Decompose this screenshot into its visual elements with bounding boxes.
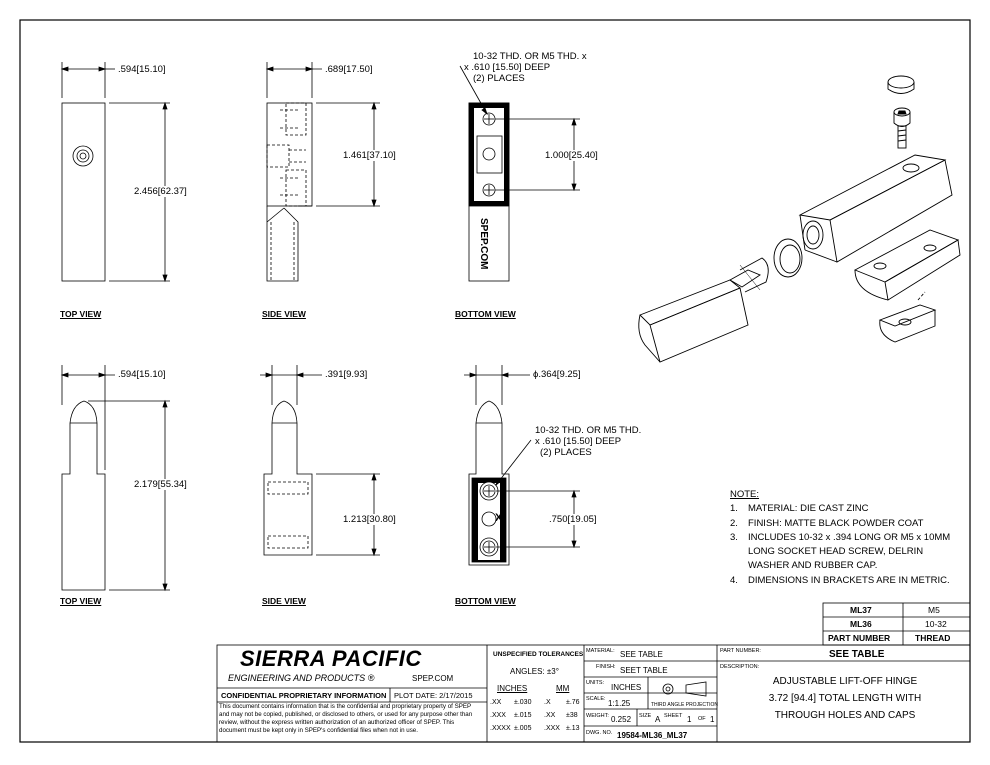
dim-hole-span-side: 1.461[37.10] — [343, 150, 396, 161]
tolerance-row: .XXXX±.005.XXX±.13 — [490, 725, 580, 732]
of-value: 1 — [710, 715, 715, 724]
thread-callout-bottom-line2: x .610 [15.50] DEEP — [535, 436, 622, 447]
top-view-label-1: TOP VIEW — [60, 309, 102, 319]
part-row-2-thread: 10-32 — [925, 619, 947, 629]
registered-mark: ® — [367, 673, 375, 683]
tolerance-row: .XX±.030.X±.76 — [490, 699, 580, 706]
dim-pin-diameter: ϕ.364[9.25] — [533, 369, 581, 380]
dim-width-side: .689[17.50] — [325, 64, 373, 75]
units-value: INCHES — [611, 683, 642, 692]
side-view-label-1: SIDE VIEW — [262, 309, 306, 319]
bottom-view-label-1: BOTTOM VIEW — [455, 309, 516, 319]
sheet-label: SHEET — [664, 713, 683, 719]
scale-value: 1:1.25 — [608, 699, 631, 708]
top-view-2-drawing — [60, 365, 170, 592]
part-row-2-part: ML36 — [850, 619, 872, 629]
part-table-header-part: PART NUMBER — [828, 633, 891, 643]
dim-length-top: 2.456[62.37] — [134, 186, 187, 197]
tolerances-title: UNSPECIFIED TOLERANCES — [493, 651, 584, 658]
plot-date: PLOT DATE: 2/17/2015 — [394, 691, 473, 700]
confidential-notice: This document contains information that … — [219, 703, 473, 734]
notes-heading: NOTE: — [730, 489, 760, 500]
note-item-cont: LONG SOCKET HEAD SCREW, DELRIN — [748, 546, 924, 558]
part-row-1-thread: M5 — [928, 605, 940, 615]
title-block-frame — [216, 644, 971, 743]
scale-label: SCALE: — [586, 696, 606, 702]
projection-label: THIRD ANGLE PROJECTION — [651, 702, 718, 708]
dwg-label: DWG. NO. — [586, 730, 613, 736]
finish-value: SEET TABLE — [620, 666, 668, 675]
dim-width-top: .594[15.10] — [118, 64, 166, 75]
side-view-2-drawing — [260, 365, 380, 557]
side-view-label-2: SIDE VIEW — [262, 596, 306, 606]
dim-hole-spacing-bottom: 1.000[25.40] — [545, 150, 598, 161]
bottom-view-label-2: BOTTOM VIEW — [455, 596, 516, 606]
bottom-view-2-drawing — [464, 365, 580, 566]
partnum-label: PART NUMBER: — [720, 648, 761, 654]
dim-pin-width: .391[9.93] — [325, 369, 368, 380]
note-item: 2.FINISH: MATTE BLACK POWDER COAT — [730, 517, 924, 529]
company-logo-text: SIERRA PACIFIC — [240, 646, 422, 671]
company-subtitle: ENGINEERING AND PRODUCTS ® — [228, 673, 375, 683]
material-value: SEE TABLE — [620, 650, 663, 659]
orientation-mark: X — [495, 512, 503, 524]
dim-body-length-side-2: 1.213[30.80] — [343, 514, 396, 525]
note-item: 4.DIMENSIONS IN BRACKETS ARE IN METRIC. — [730, 574, 950, 586]
engraving-text: SPEP.COM — [478, 218, 489, 270]
thread-callout-bottom-line3: (2) PLACES — [540, 447, 592, 458]
part-number-table — [822, 602, 971, 646]
weight-label: WEIGHT: — [586, 713, 609, 719]
note-item-cont: WASHER AND RUBBER CAP. — [748, 560, 878, 572]
size-label: SIZE — [639, 713, 652, 719]
note-item: 3.INCLUDES 10-32 x .394 LONG OR M5 x 10M… — [730, 531, 951, 543]
sheet-value: 1 — [687, 715, 692, 724]
isometric-exploded-view — [638, 75, 961, 363]
dim-length-top-2: 2.179[55.34] — [134, 479, 187, 490]
confidential-title: CONFIDENTIAL PROPRIETARY INFORMATION — [221, 691, 387, 700]
finish-label: FINISH: — [596, 664, 616, 670]
material-label: MATERIAL: — [586, 648, 615, 654]
tolerance-row: .XXX±.015.XX±38 — [490, 712, 578, 719]
tolerance-inches-header: INCHES — [497, 684, 528, 693]
description-text: ADJUSTABLE LIFT-OFF HINGE 3.72 [94.4] TO… — [768, 676, 922, 721]
thread-callout-top-line2: x .610 [15.50] DEEP — [464, 62, 551, 73]
partnum-value: SEE TABLE — [829, 649, 885, 660]
tolerance-angles: ANGLES: ±3° — [510, 667, 559, 676]
thread-callout-bottom-line1: 10-32 THD. OR M5 THD. — [535, 425, 642, 436]
top-view-label-2: TOP VIEW — [60, 596, 102, 606]
top-view-1-drawing — [60, 62, 170, 283]
dim-hole-spacing-bottom-2: .750[19.05] — [549, 514, 597, 525]
description-label: DESCRIPTION: — [720, 664, 760, 670]
tolerance-mm-header: MM — [556, 684, 570, 693]
thread-callout-top-line1: 10-32 THD. OR M5 THD. x — [473, 51, 587, 62]
weight-value: 0.252 — [611, 715, 632, 724]
thread-callout-top-line3: (2) PLACES — [473, 73, 525, 84]
note-item: 1.MATERIAL: DIE CAST ZINC — [730, 503, 869, 515]
of-label: OF — [698, 716, 706, 722]
part-row-1-part: ML37 — [850, 605, 872, 615]
part-table-header-thread: THREAD — [915, 633, 951, 643]
notes-block: NOTE: 1.MATERIAL: DIE CAST ZINC 2.FINISH… — [730, 488, 950, 588]
side-view-1-drawing — [265, 62, 380, 282]
dwg-number: 19584-ML36_ML37 — [617, 731, 688, 740]
dim-width-top-2: .594[15.10] — [118, 369, 166, 380]
bottom-view-1-drawing — [459, 65, 580, 282]
units-label: UNITS: — [586, 680, 605, 686]
company-website: SPEP.COM — [412, 674, 454, 683]
size-value: A — [655, 715, 661, 724]
